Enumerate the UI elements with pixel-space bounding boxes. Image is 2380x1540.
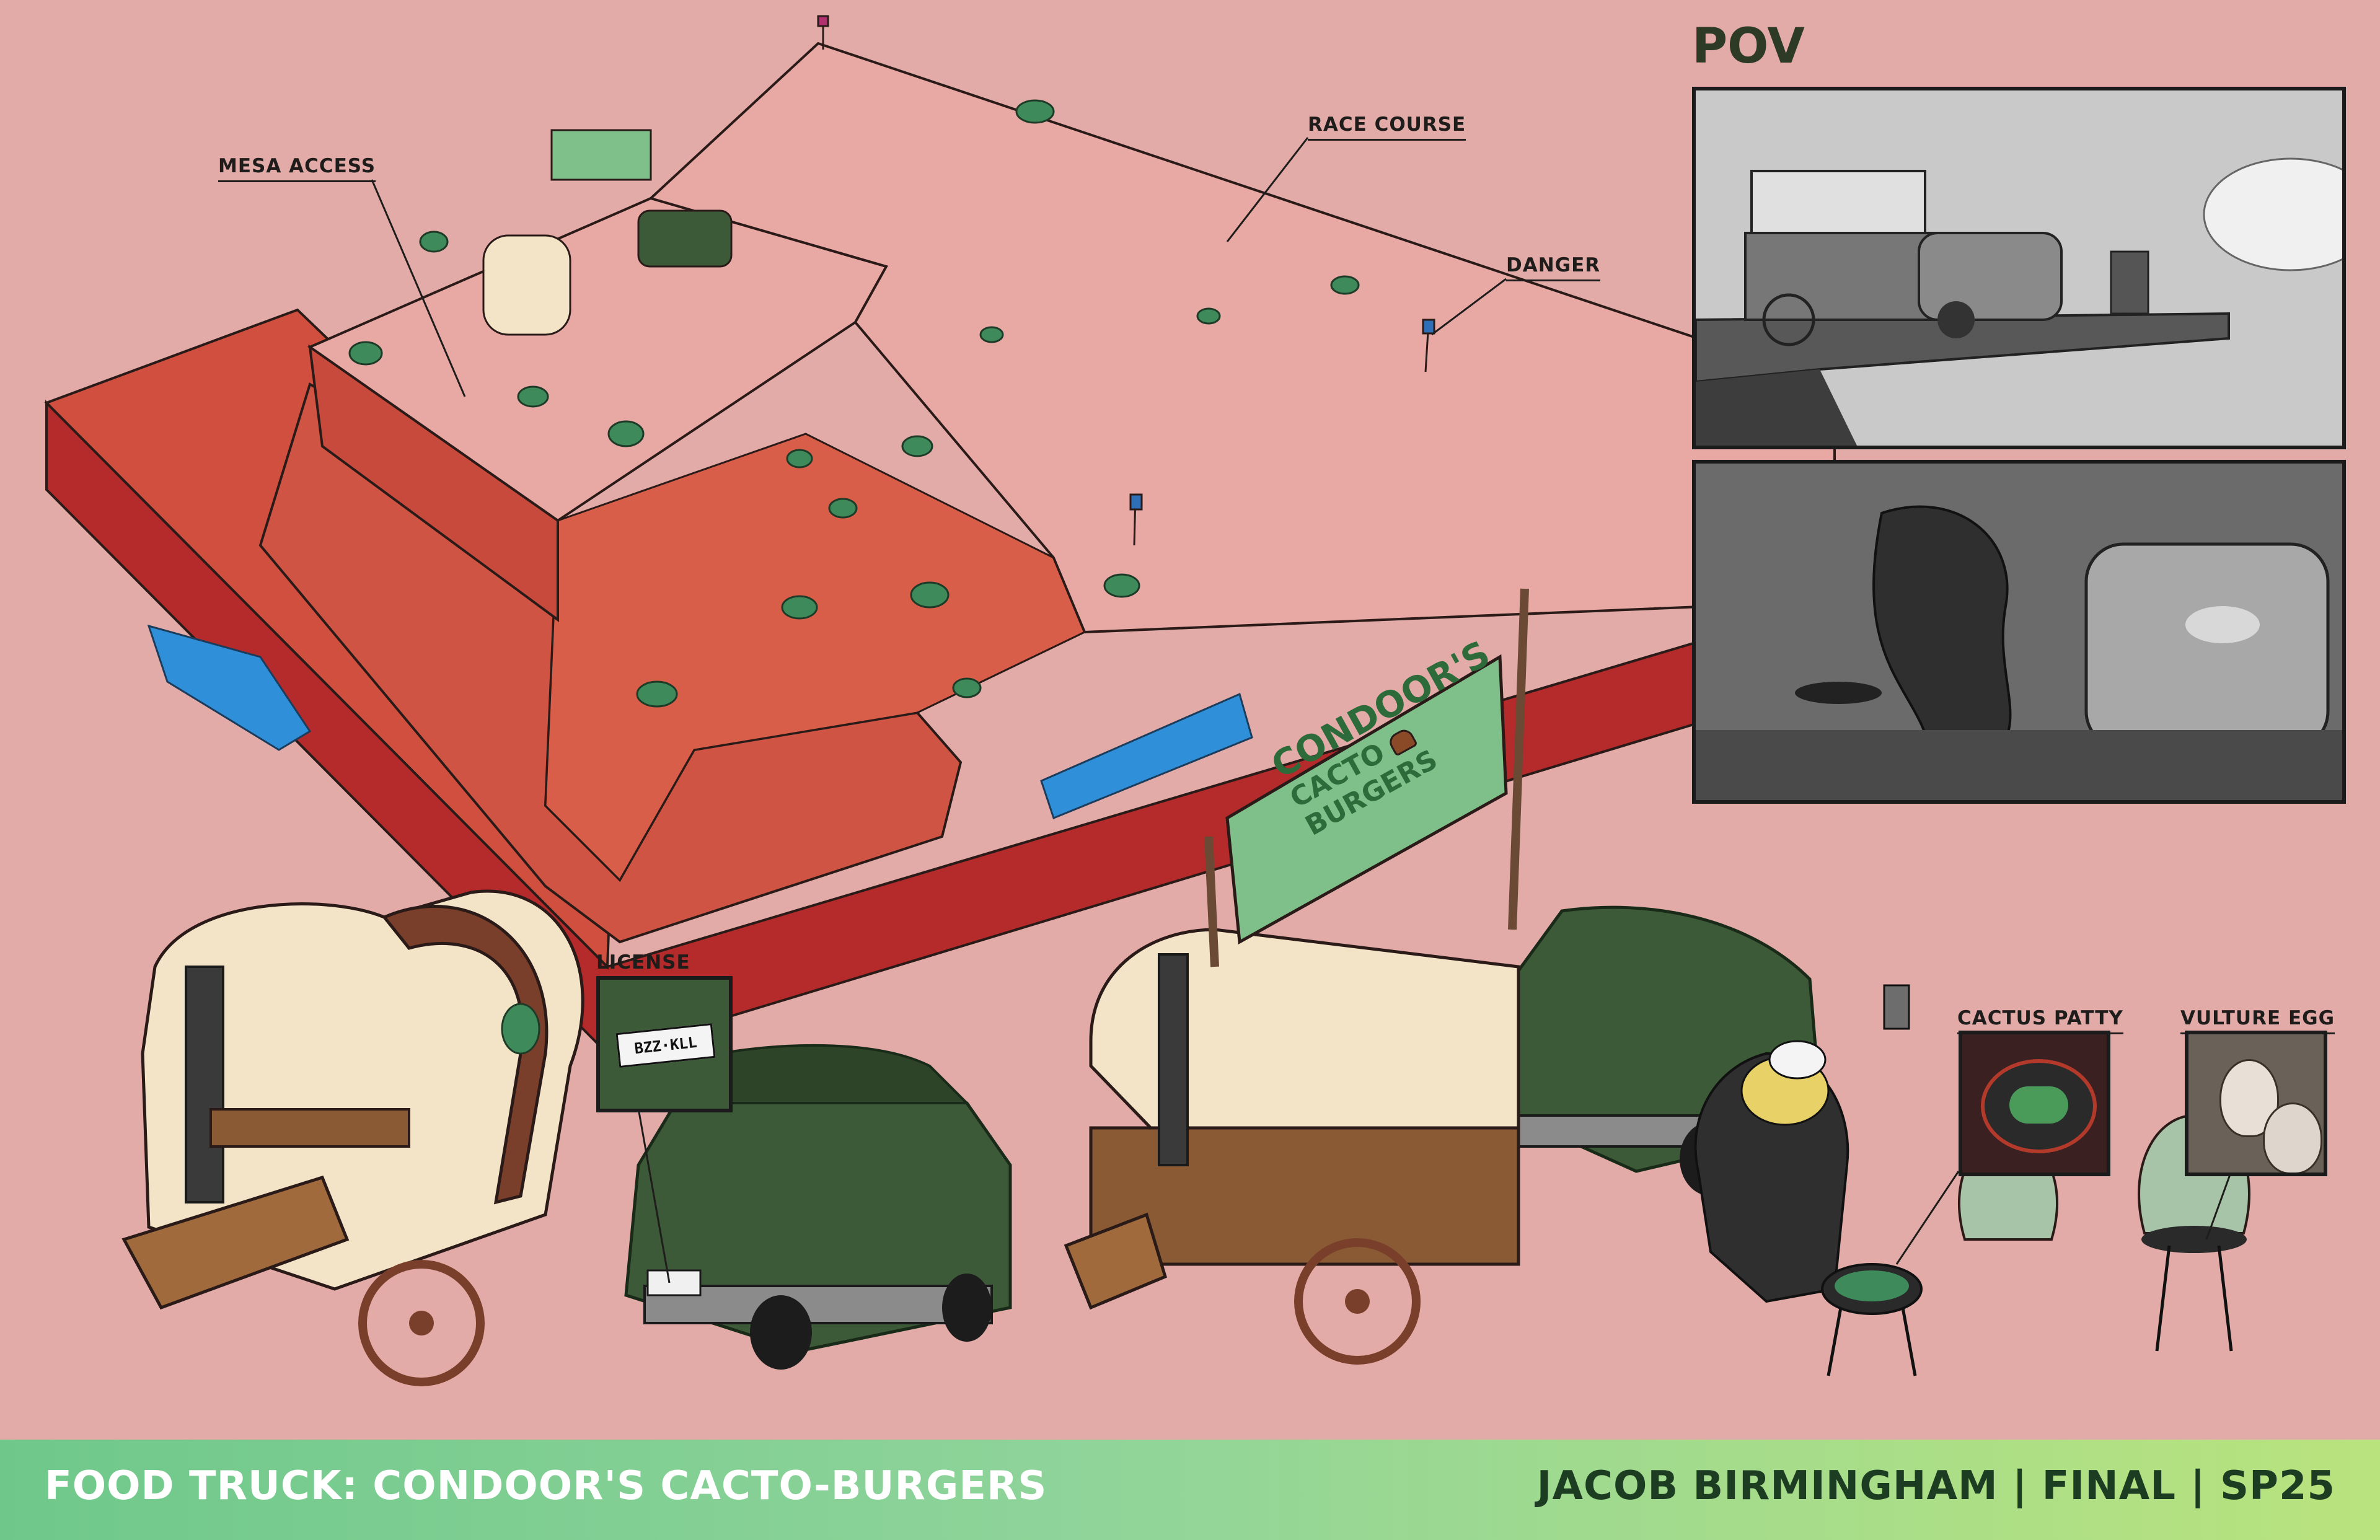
race-course-plateau xyxy=(648,42,1836,634)
cacti-scatter xyxy=(348,99,1360,708)
license-inset: BZZ·KLL xyxy=(596,976,733,1112)
pov-panel-interior xyxy=(1692,460,2346,804)
canyon-floor xyxy=(544,433,1086,882)
label-race-course: RACE COURSE xyxy=(1308,113,1466,141)
cactus-patty-image xyxy=(1981,1059,2097,1153)
cactus-patty-inset xyxy=(1959,1031,2110,1176)
label-vulture-egg: VULTURE EGG xyxy=(2180,1007,2335,1034)
label-cactus-patty: CACTUS PATTY xyxy=(1957,1007,2123,1034)
mesa-food-truck xyxy=(482,129,733,336)
label-danger: DANGER xyxy=(1506,254,1601,281)
label-mesa-access: MESA ACCESS xyxy=(218,155,376,182)
vulture-egg-inset xyxy=(2185,1031,2327,1176)
river-left xyxy=(147,624,312,751)
pov-panel-exterior xyxy=(1692,87,2346,449)
footer-bar xyxy=(0,1440,2380,1540)
pov-title: POV xyxy=(1692,19,1805,74)
course-flags xyxy=(817,15,1435,546)
footer-credit: JACOB BIRMINGHAM | FINAL | SP25 xyxy=(1536,1463,2335,1509)
banner-cloth xyxy=(1225,654,1508,945)
footer-title: FOOD TRUCK: CONDOOR'S CACTO-BURGERS xyxy=(45,1463,1047,1509)
upper-mesa-side xyxy=(308,344,559,622)
river-right xyxy=(1040,692,1253,819)
